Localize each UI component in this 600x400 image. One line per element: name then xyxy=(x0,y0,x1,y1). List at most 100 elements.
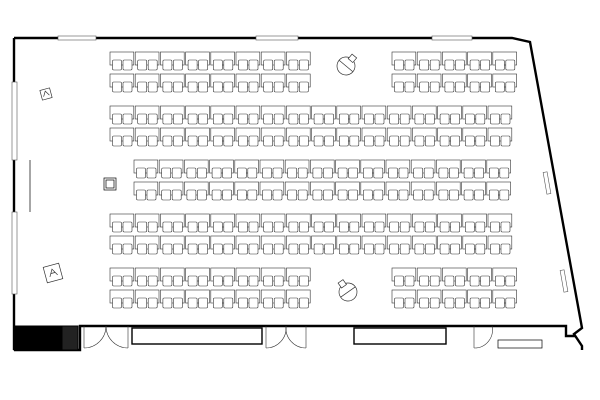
chair xyxy=(480,297,490,309)
chair xyxy=(146,167,157,179)
chair xyxy=(198,135,208,147)
chair xyxy=(197,167,207,179)
chair xyxy=(312,167,323,179)
chair xyxy=(419,59,430,71)
chair xyxy=(288,59,299,71)
chair xyxy=(464,135,475,147)
chair xyxy=(394,81,404,93)
seat-unit xyxy=(386,213,412,255)
chair xyxy=(475,135,486,147)
chair xyxy=(223,113,234,125)
chair xyxy=(464,221,475,233)
left-window-1 xyxy=(11,81,18,161)
chair xyxy=(337,167,348,179)
chair xyxy=(112,135,122,147)
chair xyxy=(213,275,223,287)
chair xyxy=(162,81,173,93)
chair xyxy=(213,243,223,255)
chair xyxy=(137,113,147,125)
seat-unit xyxy=(185,105,210,147)
chair xyxy=(263,275,274,287)
chair xyxy=(173,297,183,309)
projector-bottom-icon xyxy=(337,279,358,302)
chair xyxy=(349,135,360,147)
chair xyxy=(450,243,460,255)
chair xyxy=(404,81,415,93)
chair xyxy=(475,221,486,233)
chair xyxy=(248,135,259,147)
door-left xyxy=(83,325,107,349)
seat-unit xyxy=(487,105,513,147)
chair xyxy=(404,59,415,71)
chair xyxy=(389,135,400,147)
chair xyxy=(137,59,147,71)
chair xyxy=(248,221,259,233)
seat-unit xyxy=(109,51,135,93)
chair xyxy=(273,275,284,287)
seat-unit xyxy=(492,267,517,309)
chair xyxy=(223,275,234,287)
chair xyxy=(313,113,324,125)
wall-pillar-edge xyxy=(61,325,79,351)
seat-unit xyxy=(386,105,412,147)
chair xyxy=(147,275,158,287)
seat-unit xyxy=(412,105,437,147)
chair xyxy=(423,167,434,179)
chair xyxy=(263,297,274,309)
seat-unit xyxy=(467,51,492,93)
chair xyxy=(137,297,147,309)
chair xyxy=(147,81,158,93)
chair xyxy=(324,243,334,255)
right-wall-window-1 xyxy=(542,171,552,195)
chair xyxy=(404,275,415,287)
chair xyxy=(222,167,232,179)
chair xyxy=(374,135,385,147)
chair xyxy=(187,81,198,93)
chair xyxy=(238,59,248,71)
chair xyxy=(490,135,500,147)
chair xyxy=(161,167,171,179)
chair xyxy=(389,113,400,125)
chair xyxy=(494,297,505,309)
chair xyxy=(112,243,122,255)
chair xyxy=(122,81,133,93)
chair xyxy=(273,243,284,255)
chair xyxy=(299,135,309,147)
seat-unit xyxy=(335,159,360,201)
chair xyxy=(211,167,222,179)
chair xyxy=(238,275,248,287)
chair xyxy=(299,59,309,71)
chair xyxy=(374,113,385,125)
chair xyxy=(187,59,198,71)
chair xyxy=(137,243,147,255)
chair xyxy=(223,135,234,147)
left-window-2 xyxy=(11,211,18,295)
seat-unit xyxy=(410,159,436,201)
chair xyxy=(287,167,298,179)
seat-unit xyxy=(412,213,437,255)
chair xyxy=(198,275,208,287)
chair xyxy=(171,167,182,179)
chair xyxy=(469,59,480,71)
chair xyxy=(444,81,455,93)
chair xyxy=(399,113,410,125)
chair xyxy=(399,243,410,255)
chair xyxy=(161,189,171,201)
chair xyxy=(337,189,348,201)
seat-unit xyxy=(134,267,160,309)
seat-unit xyxy=(311,213,336,255)
seat-unit xyxy=(284,159,310,201)
seat-unit xyxy=(492,51,517,93)
cabinet-icon xyxy=(131,327,263,345)
chair xyxy=(173,275,183,287)
seat-unit xyxy=(361,105,387,147)
chair xyxy=(362,189,373,201)
seat-unit xyxy=(160,51,185,93)
chair xyxy=(494,275,505,287)
chair xyxy=(147,243,158,255)
chair xyxy=(122,297,133,309)
chair xyxy=(213,297,223,309)
chair xyxy=(223,297,234,309)
chair xyxy=(248,59,259,71)
